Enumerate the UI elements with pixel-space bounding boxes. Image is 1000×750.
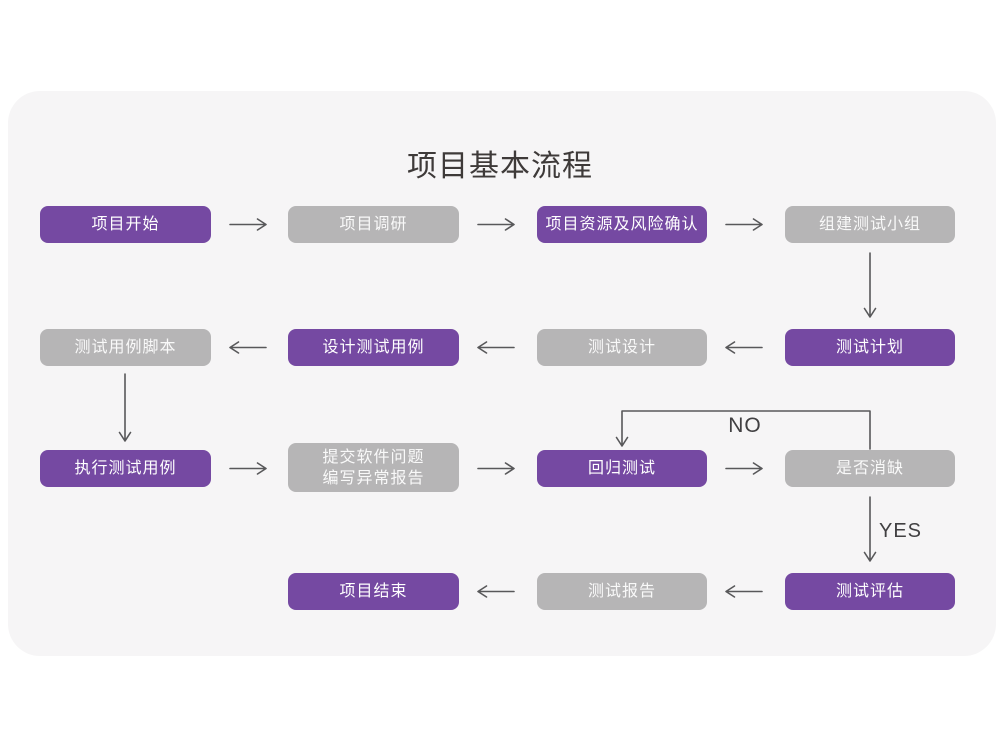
diagram-title: 项目基本流程 bbox=[407, 150, 593, 183]
node-label: 测试设计 bbox=[587, 339, 656, 356]
node-submit-issues-report: 提交软件问题 编写异常报告 bbox=[288, 443, 459, 492]
node-test-evaluation: 测试评估 bbox=[785, 573, 955, 610]
node-execute-test-case: 执行测试用例 bbox=[40, 450, 211, 487]
node-label-line1: 提交软件问题 bbox=[322, 448, 425, 466]
node-label: 执行测试用例 bbox=[74, 460, 177, 477]
edge-label-no: NO bbox=[728, 414, 762, 437]
node-label: 测试评估 bbox=[835, 583, 904, 600]
node-defect-cleared-check: 是否消缺 bbox=[785, 450, 955, 487]
node-label: 项目结束 bbox=[339, 583, 408, 600]
node-label: 测试报告 bbox=[587, 583, 656, 600]
node-label: 项目资源及风险确认 bbox=[545, 216, 699, 233]
node-label-line2: 编写异常报告 bbox=[322, 469, 425, 487]
edge-label-yes: YES bbox=[879, 520, 923, 542]
node-build-test-team: 组建测试小组 bbox=[785, 206, 955, 243]
node-project-start: 项目开始 bbox=[40, 206, 211, 243]
node-label: 回归测试 bbox=[587, 460, 656, 477]
node-test-plan: 测试计划 bbox=[785, 329, 955, 366]
node-design-test-case: 设计测试用例 bbox=[288, 329, 459, 366]
node-project-research: 项目调研 bbox=[288, 206, 459, 243]
node-test-design: 测试设计 bbox=[537, 329, 707, 366]
node-label: 组建测试小组 bbox=[818, 216, 921, 233]
flowchart-card bbox=[8, 91, 996, 656]
node-resource-risk-confirm: 项目资源及风险确认 bbox=[537, 206, 707, 243]
node-label: 测试计划 bbox=[835, 339, 904, 356]
node-label: 项目调研 bbox=[339, 216, 408, 233]
node-project-end: 项目结束 bbox=[288, 573, 459, 610]
node-label: 测试用例脚本 bbox=[74, 339, 177, 356]
node-label: 设计测试用例 bbox=[322, 339, 425, 356]
node-test-case-script: 测试用例脚本 bbox=[40, 329, 211, 366]
node-label: 项目开始 bbox=[91, 216, 160, 233]
node-label: 是否消缺 bbox=[835, 460, 904, 477]
node-regression-test: 回归测试 bbox=[537, 450, 707, 487]
node-test-report: 测试报告 bbox=[537, 573, 707, 610]
